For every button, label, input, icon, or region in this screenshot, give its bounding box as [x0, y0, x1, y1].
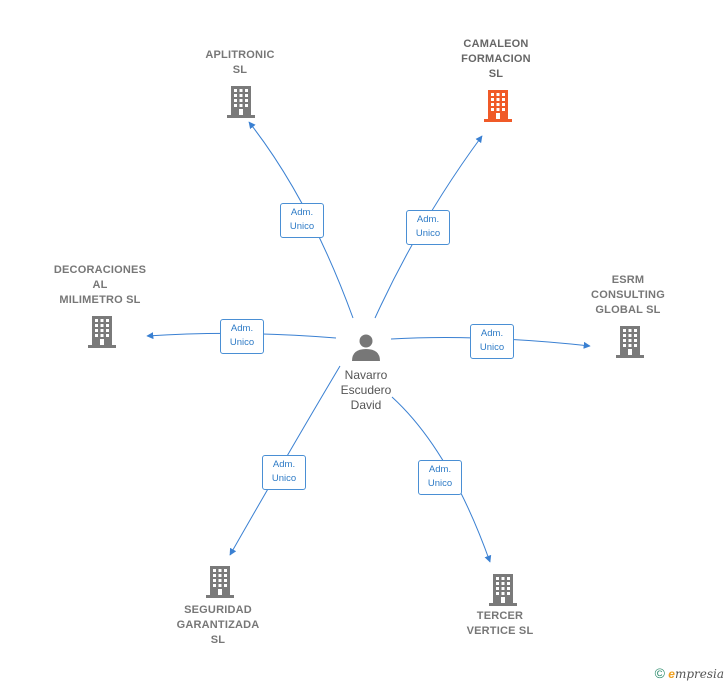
company-label-tercer[interactable]: TERCER VERTICE SL — [466, 610, 534, 637]
building-icon-tercer[interactable] — [489, 574, 517, 606]
edge-label-tercer: Adm. Unico — [418, 460, 462, 495]
brand-name: mpresia — [674, 667, 724, 681]
building-icon-camaleon[interactable] — [484, 90, 512, 122]
edge-label-decoraciones: Adm. Unico — [220, 319, 264, 354]
building-icon-esrm[interactable] — [616, 326, 644, 358]
company-label-esrm[interactable]: ESRM CONSULTING GLOBAL SL — [591, 274, 665, 316]
company-label-camaleon[interactable]: CAMALEON FORMACION SL — [461, 38, 531, 80]
brand-initial: e — [668, 667, 675, 681]
building-icon-seguridad[interactable] — [206, 566, 234, 598]
empresia-watermark: © empresia — [655, 665, 724, 681]
edge-label-seguridad: Adm. Unico — [262, 455, 306, 490]
edge-label-esrm: Adm. Unico — [470, 324, 514, 359]
edge-label-aplitronic: Adm. Unico — [280, 203, 324, 238]
building-icon-aplitronic[interactable] — [227, 86, 255, 118]
person-icon[interactable] — [352, 334, 380, 362]
company-label-decoraciones[interactable]: DECORACIONES AL MILIMETRO SL — [53, 264, 147, 306]
building-icon-decoraciones[interactable] — [88, 316, 116, 348]
edge-label-camaleon: Adm. Unico — [406, 210, 450, 245]
person-name[interactable]: Navarro Escudero David — [340, 368, 392, 412]
company-label-aplitronic[interactable]: APLITRONIC SL — [205, 49, 275, 76]
copyright-symbol: © — [654, 665, 665, 681]
company-label-seguridad[interactable]: SEGURIDAD GARANTIZADA SL — [176, 604, 260, 646]
